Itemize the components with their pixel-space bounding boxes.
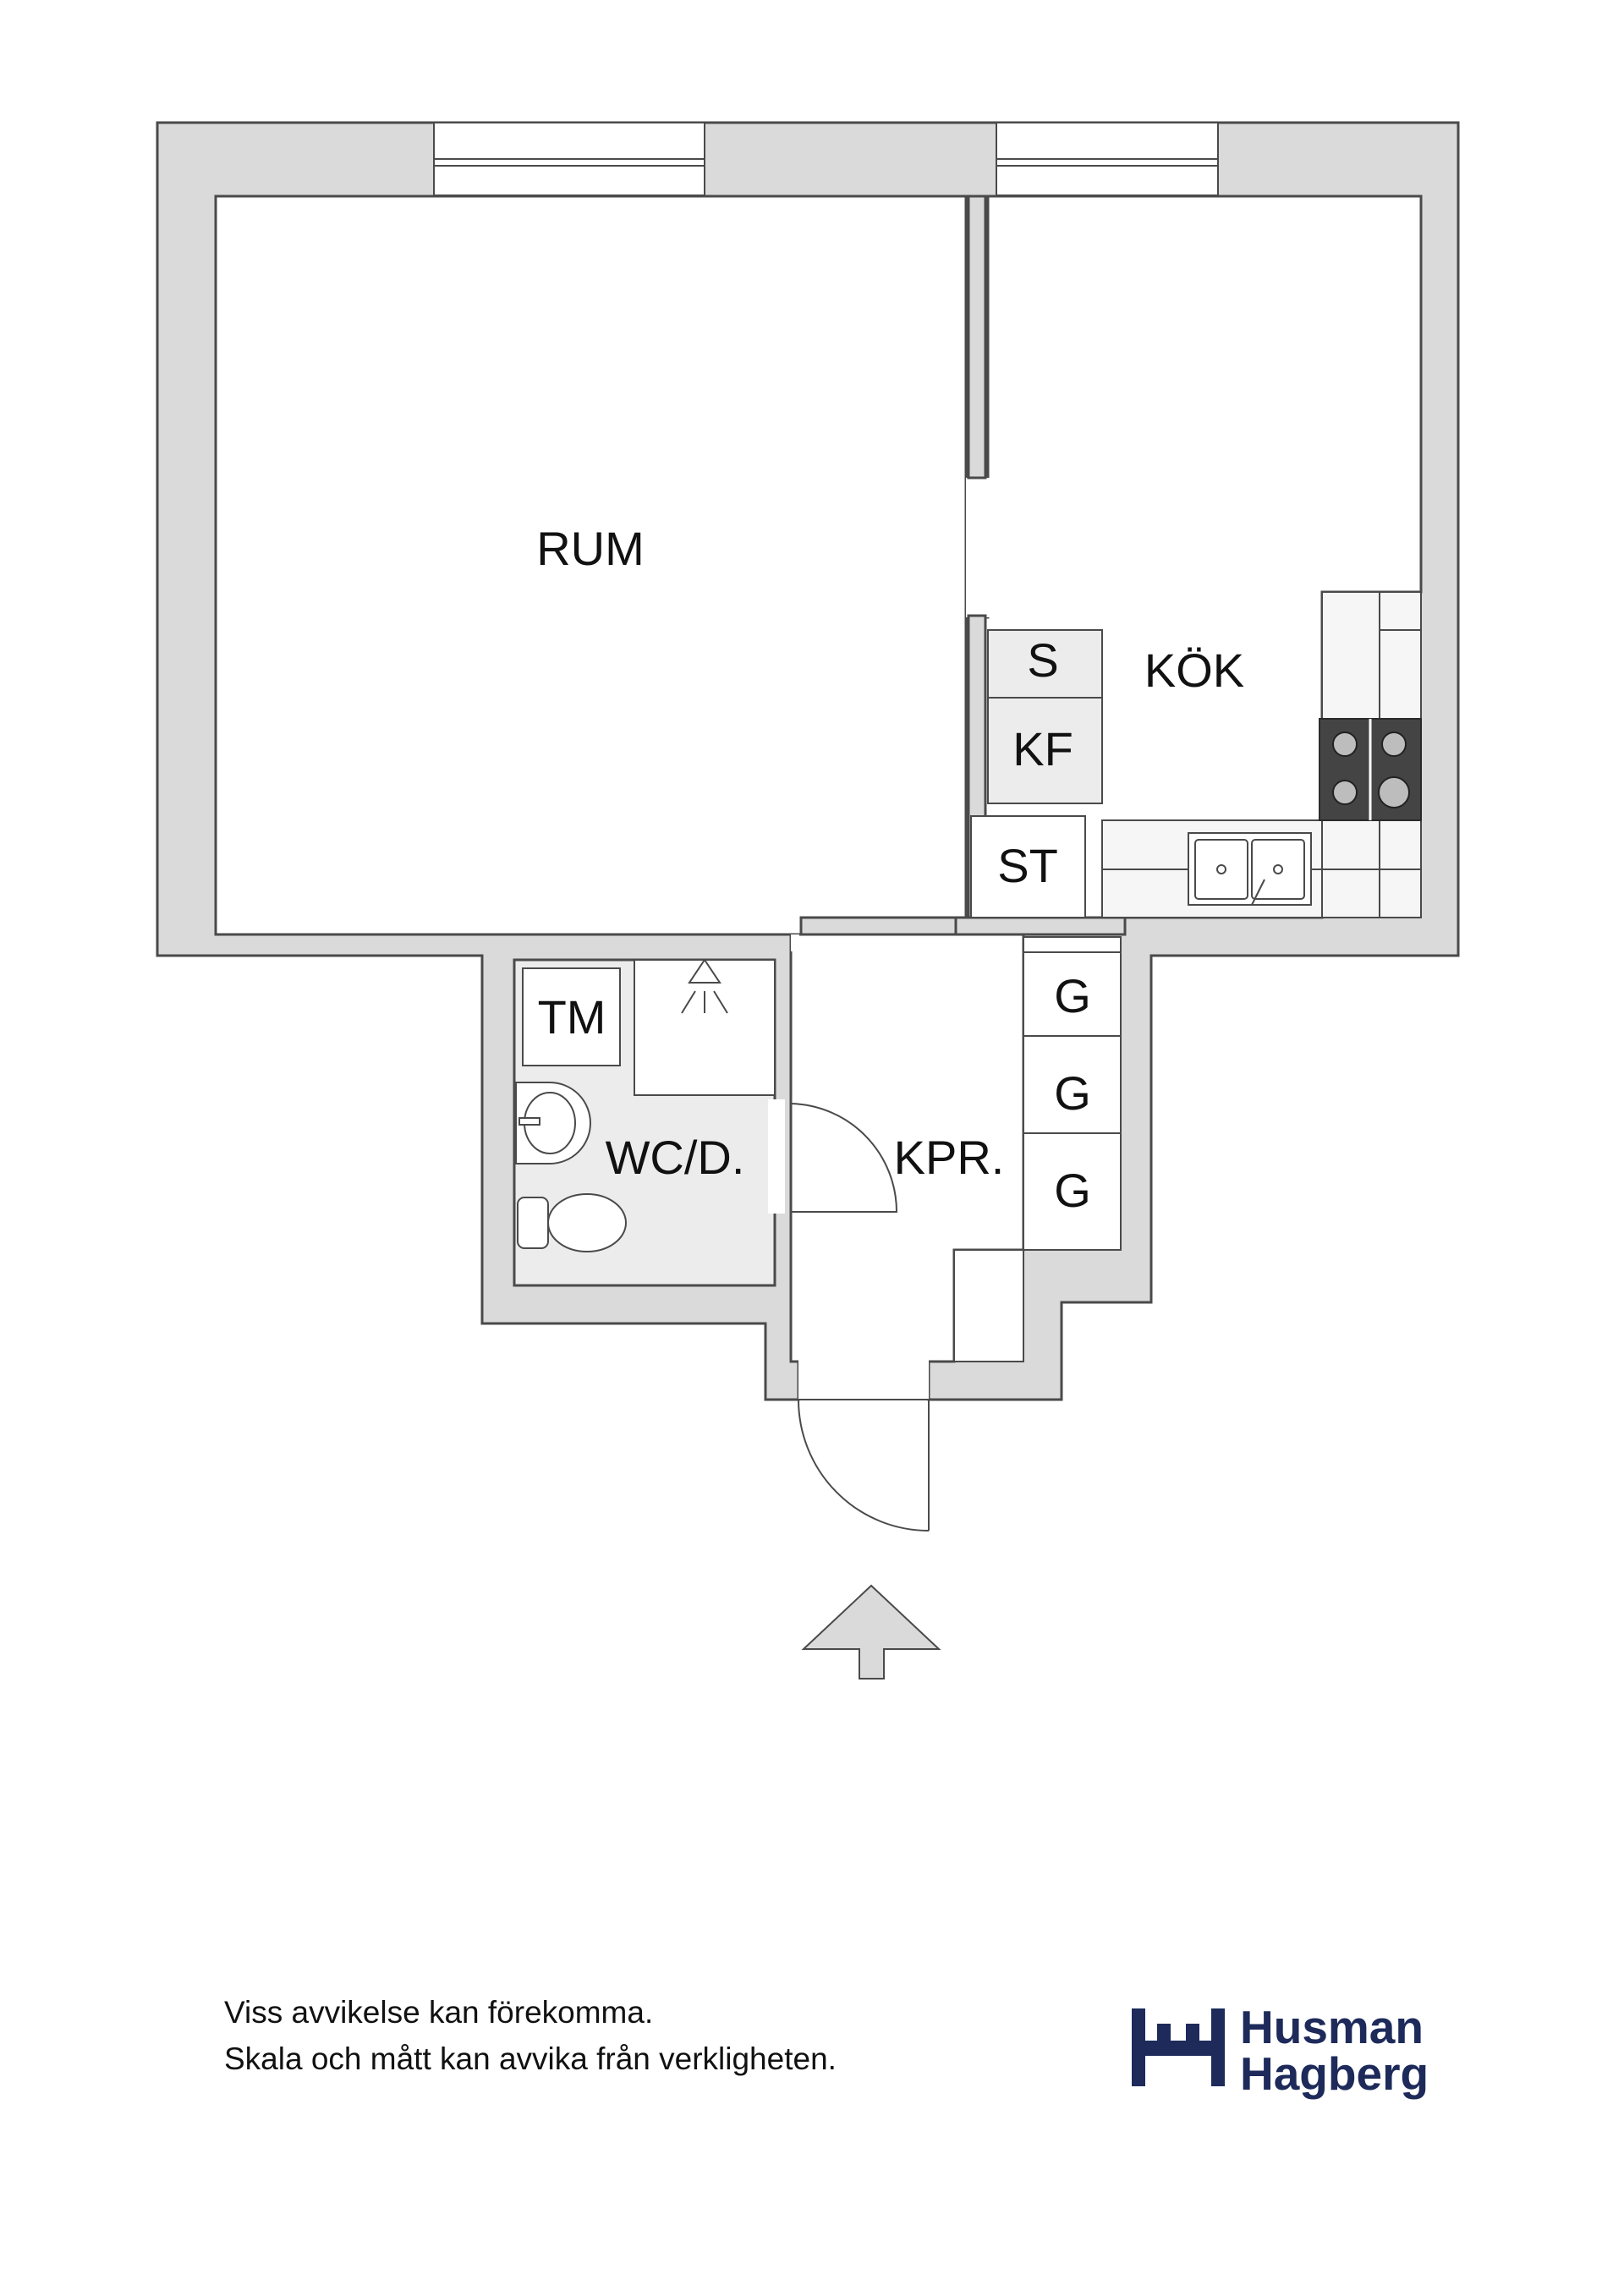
label-st: ST	[997, 839, 1058, 892]
label-rum: RUM	[536, 522, 645, 575]
entrance-arrow-icon	[801, 1584, 941, 1680]
label-s: S	[1027, 633, 1058, 687]
kitchen-sink-icon	[1188, 832, 1312, 906]
fridge-freezer-box	[987, 697, 1103, 804]
disclaimer-line-1: Viss avvikelse kan förekomma.	[224, 1995, 654, 2030]
disclaimer-line-2: Skala och mått kan avvika från verklighe…	[224, 2041, 837, 2076]
label-g-3: G	[1054, 1164, 1091, 1217]
shower-icon	[681, 958, 728, 1014]
sink-icon	[515, 1082, 591, 1164]
brand-line-1: Husman	[1240, 2001, 1424, 2053]
cabinet-st-box	[970, 815, 1086, 918]
label-kpr: KPR.	[894, 1131, 1005, 1184]
washing-machine-box	[522, 967, 621, 1066]
disclaimer: Viss avvikelse kan förekomma. Skala och …	[224, 1989, 837, 2082]
room-rum-floor	[214, 195, 968, 936]
brand-logo: Husman Hagberg	[1132, 2004, 1453, 2106]
freezer-box	[987, 629, 1103, 699]
label-kok: KÖK	[1144, 644, 1244, 697]
stove-icon	[1319, 718, 1422, 821]
partition-wall-upper	[967, 195, 987, 479]
window-left	[433, 122, 705, 196]
wc-door-swing	[790, 1103, 898, 1213]
toilet-icon	[517, 1193, 627, 1252]
label-tm: TM	[538, 990, 606, 1044]
label-kf: KF	[1012, 722, 1073, 775]
label-wc: WC/D.	[606, 1131, 745, 1184]
brand-mark-icon	[1132, 2008, 1225, 2086]
window-right	[996, 122, 1219, 196]
entrance-door-swing	[798, 1399, 930, 1532]
label-g-2: G	[1054, 1066, 1091, 1120]
brand-line-2: Hagberg	[1240, 2047, 1429, 2100]
hall-cabinet	[953, 1249, 1024, 1362]
closet-stack	[1023, 936, 1122, 1251]
label-g-1: G	[1054, 969, 1091, 1022]
